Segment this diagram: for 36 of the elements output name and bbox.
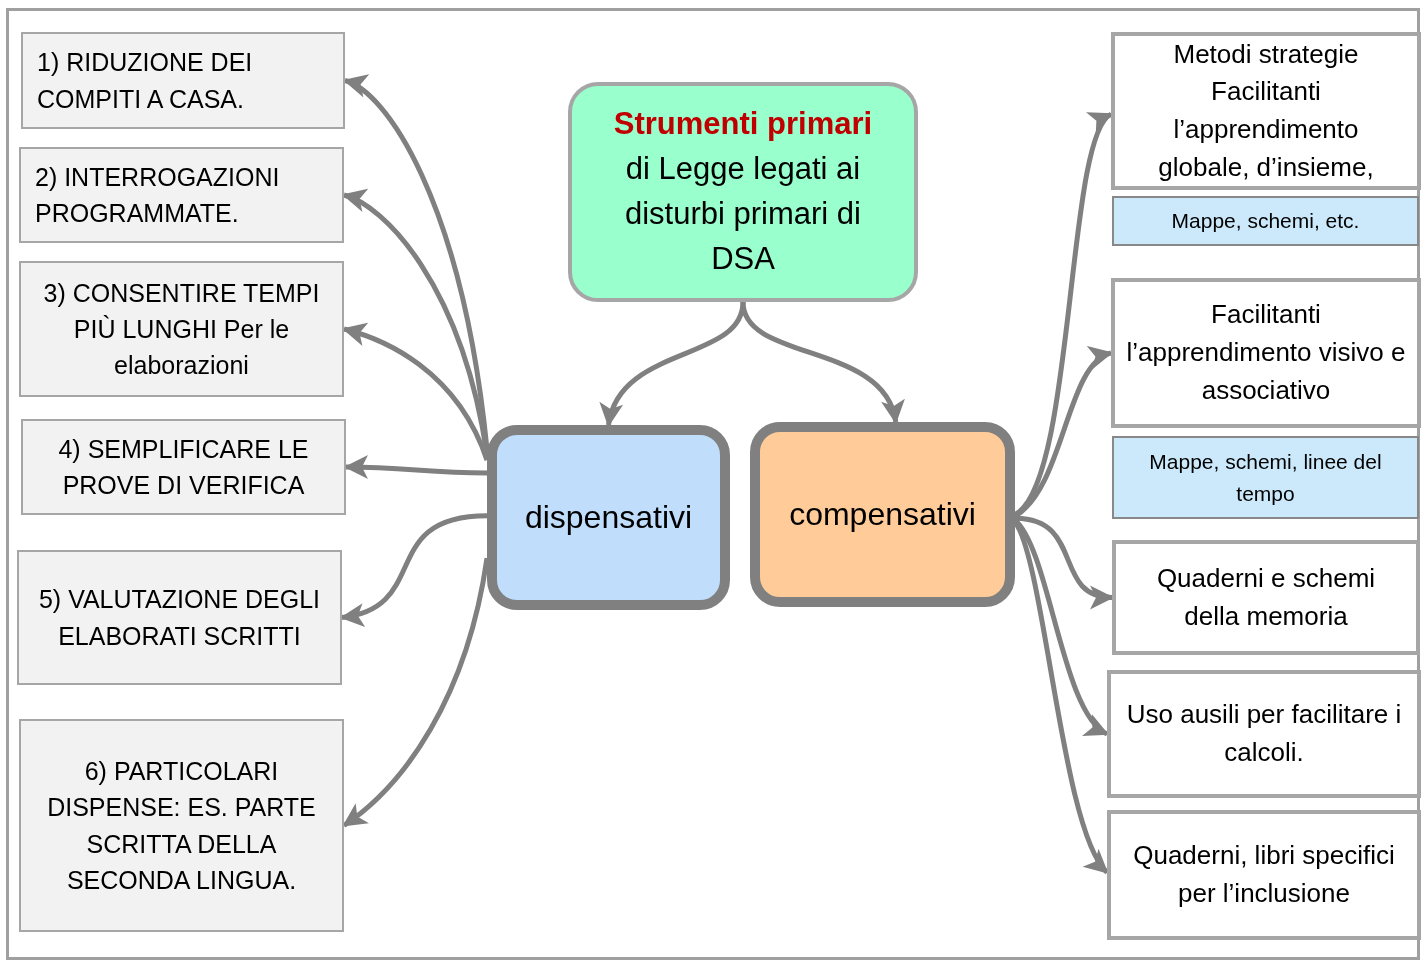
measure-box [19,719,344,932]
node-text: dispensativi [524,498,693,538]
node-text: 1) RIDUZIONE DEI COMPITI A CASA. [37,47,254,115]
measure-box [21,419,346,515]
node-text: 5) VALUTAZIONE DEGLI ELABORATI SCRITTI [37,584,322,652]
measure-box [21,32,345,129]
node-text: Facilitanti l’apprendimento visivo e associativo [1125,298,1407,407]
title-box [568,82,918,302]
node-text: Uso ausili per facilitare i calcoli. [1125,698,1403,769]
node-text: Mappe, schemi, etc. [1171,208,1360,235]
node-text: compensativi [789,495,976,535]
node-text: 4) SEMPLIFICARE LE PROVE DI VERIFICA [57,433,310,501]
example-box [1112,436,1419,519]
measure-box [19,261,344,397]
node-text: Metodi strategie Facilitanti l’apprendimento globale, d’insieme, [1157,37,1375,184]
curved-arrow [740,301,902,424]
example-box [1112,196,1419,246]
tool-box [1111,278,1421,428]
curved-arrow [1014,515,1114,607]
node-text: 6) PARTICOLARI DISPENSE: ES. PARTE SCRITTA DELLA SECONDA LINGUA. [46,756,317,896]
node-text: Strumenti primari di Legge legati ai disturbi primari di DSA [612,105,874,278]
category-box [750,422,1015,607]
node-text: 3) CONSENTIRE TEMPI PIÙ LUNGHI Per le elaborazioni [42,277,321,382]
node-text: Mappe, schemi, linee del tempo [1148,449,1383,507]
curved-arrow [1013,518,1109,736]
node-text: Quaderni e schemi della memoria [1155,561,1377,633]
tool-box [1111,32,1421,190]
curved-arrow [602,301,746,427]
tool-box [1107,670,1421,798]
measure-box [17,550,342,685]
node-text: 2) INTERROGAZIONI PROGRAMMATE. [35,161,281,229]
tool-box [1107,810,1421,940]
category-box [487,425,730,610]
node-text: Quaderni, libri specifici per l’inclusione [1132,839,1396,910]
measure-box [19,147,344,243]
tool-box [1112,540,1420,655]
